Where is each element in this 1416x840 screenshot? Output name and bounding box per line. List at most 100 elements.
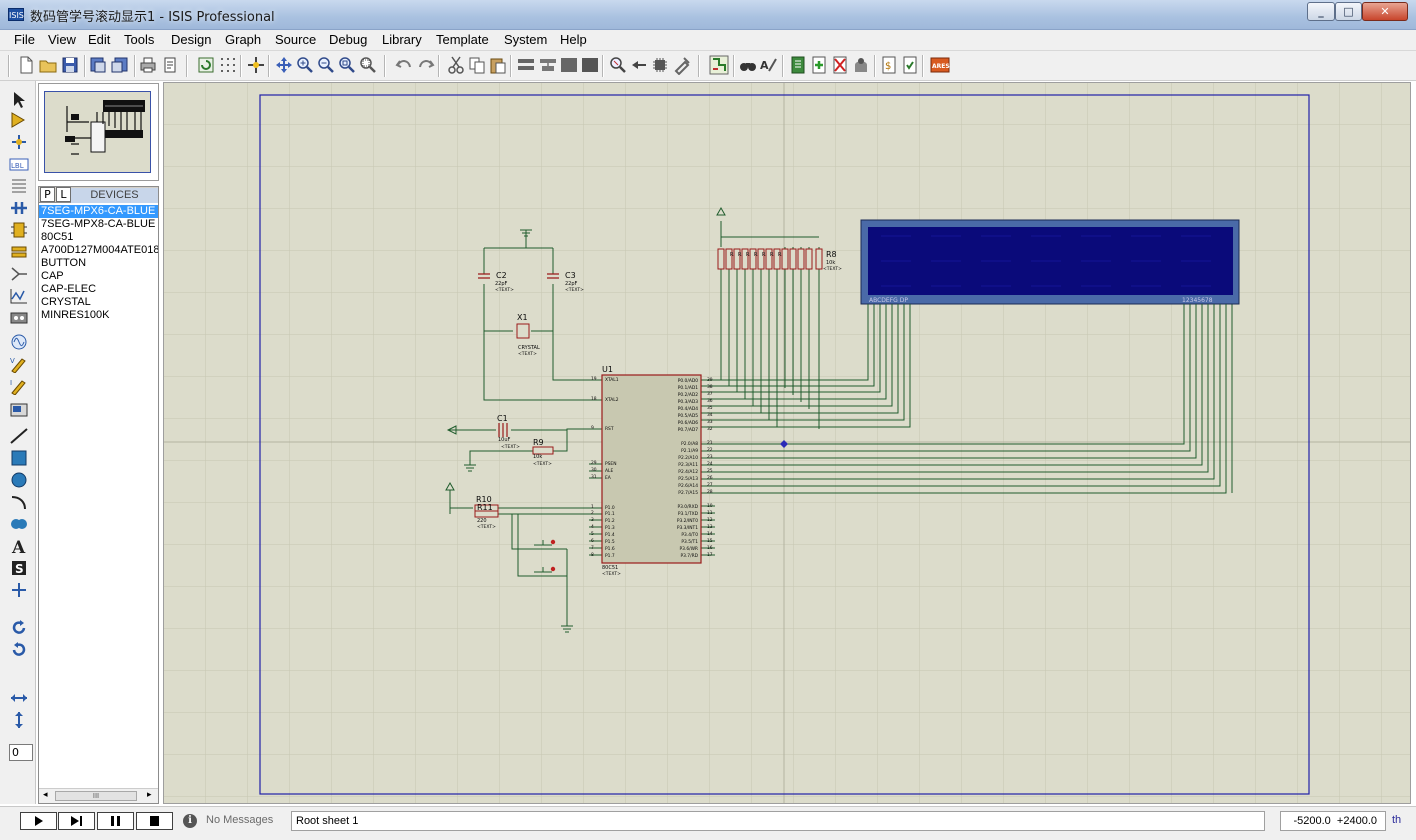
remove-sheet-icon[interactable] <box>830 55 850 75</box>
menu-debug[interactable]: Debug <box>329 32 368 47</box>
text-script-icon[interactable] <box>9 177 29 195</box>
junction-dot-icon[interactable] <box>9 133 29 151</box>
wire-autorouter-icon[interactable] <box>709 55 729 75</box>
redo-icon[interactable] <box>416 55 436 75</box>
list-item[interactable]: CRYSTAL <box>41 296 91 308</box>
electrical-check-icon[interactable] <box>900 55 920 75</box>
menu-graph[interactable]: Graph <box>225 32 262 47</box>
terminals-icon[interactable] <box>9 243 29 261</box>
pick-device-icon[interactable] <box>608 55 628 75</box>
bill-of-materials-icon[interactable]: $ <box>879 55 899 75</box>
menu-tools[interactable]: Tools <box>124 32 155 47</box>
rotate-ccw-icon[interactable] <box>9 641 29 659</box>
arc-icon[interactable] <box>9 493 29 511</box>
units-indicator[interactable]: th <box>1392 814 1402 826</box>
voltage-probe-icon[interactable]: V <box>9 355 29 373</box>
menu-library[interactable]: Library <box>382 32 422 47</box>
wire-label-icon[interactable]: LBL <box>9 155 29 173</box>
zoom-area-icon[interactable] <box>358 55 378 75</box>
text-icon[interactable]: A <box>9 537 29 555</box>
mirror-y-icon[interactable] <box>9 711 29 729</box>
zoom-out-icon[interactable] <box>316 55 336 75</box>
menu-system[interactable]: System <box>504 32 548 47</box>
path-icon[interactable] <box>9 515 29 533</box>
schematic-canvas[interactable]: C2 22pF <TEXT> C3 22pF <TEXT> X1 CRYSTAL… <box>163 82 1411 804</box>
line-icon[interactable] <box>9 427 29 445</box>
graph-mode-icon[interactable] <box>9 287 29 305</box>
title-bar[interactable]: ISIS 数码管学号滚动显示1 - ISIS Professional _ □ … <box>0 0 1416 30</box>
goto-parent-icon[interactable] <box>851 55 871 75</box>
list-item[interactable]: BUTTON <box>41 257 87 269</box>
menu-edit[interactable]: Edit <box>88 32 111 47</box>
subcircuit-icon[interactable] <box>9 221 29 239</box>
origin-icon[interactable] <box>246 55 266 75</box>
messages-status[interactable]: No Messages <box>206 814 274 826</box>
new-sheet-icon[interactable] <box>788 55 808 75</box>
rotate-cw-icon[interactable] <box>9 619 29 637</box>
scroll-thumb[interactable]: III <box>55 791 137 801</box>
maximize-button[interactable]: □ <box>1335 2 1362 21</box>
marker-icon[interactable] <box>9 581 29 599</box>
buses-icon[interactable] <box>9 199 29 217</box>
menu-template[interactable]: Template <box>436 32 489 47</box>
box-icon[interactable] <box>9 449 29 467</box>
package-tool-icon[interactable] <box>650 55 670 75</box>
pick-devices-tab[interactable]: P <box>40 187 55 202</box>
play-button[interactable] <box>20 812 57 830</box>
menu-file[interactable]: File <box>14 32 35 47</box>
list-item[interactable]: 80C51 <box>41 231 74 243</box>
virtual-instruments-icon[interactable] <box>9 401 29 419</box>
export-section-icon[interactable] <box>110 55 130 75</box>
grid-icon[interactable] <box>218 55 238 75</box>
open-file-icon[interactable] <box>38 55 58 75</box>
menu-design[interactable]: Design <box>171 32 212 47</box>
list-item[interactable]: A700D127M004ATE018 <box>41 244 158 256</box>
minimize-button[interactable]: _ <box>1307 2 1335 21</box>
selection-mode-icon[interactable] <box>9 91 29 109</box>
block-delete-icon[interactable] <box>580 55 600 75</box>
menu-source[interactable]: Source <box>275 32 317 47</box>
list-item[interactable]: CAP-ELEC <box>41 283 97 295</box>
menu-view[interactable]: View <box>48 32 76 47</box>
close-button[interactable]: ✕ <box>1362 2 1408 21</box>
device-pins-icon[interactable] <box>9 265 29 283</box>
paste-icon[interactable] <box>488 55 508 75</box>
device-list-scrollbar[interactable]: ◂ III ▸ <box>39 788 158 803</box>
overview-thumbnail[interactable] <box>44 91 151 173</box>
make-device-icon[interactable] <box>629 55 649 75</box>
decompose-icon[interactable] <box>672 55 692 75</box>
tape-recorder-icon[interactable] <box>9 309 29 327</box>
copy-icon[interactable] <box>467 55 487 75</box>
symbol-icon[interactable]: S <box>9 559 29 577</box>
block-move-icon[interactable] <box>538 55 558 75</box>
component-mode-icon[interactable] <box>9 111 29 129</box>
add-sheet-icon[interactable] <box>809 55 829 75</box>
circle-icon[interactable] <box>9 471 29 489</box>
current-probe-icon[interactable]: I <box>9 377 29 395</box>
import-section-icon[interactable] <box>88 55 108 75</box>
cut-icon[interactable] <box>446 55 466 75</box>
search-tag-icon[interactable] <box>738 55 758 75</box>
scroll-left-icon[interactable]: ◂ <box>43 790 48 800</box>
mirror-x-icon[interactable] <box>9 689 29 707</box>
undo-icon[interactable] <box>394 55 414 75</box>
menu-help[interactable]: Help <box>560 32 587 47</box>
save-icon[interactable] <box>60 55 80 75</box>
block-copy-icon[interactable] <box>516 55 536 75</box>
stop-button[interactable] <box>136 812 173 830</box>
generator-icon[interactable] <box>9 333 29 351</box>
print-icon[interactable] <box>138 55 158 75</box>
zoom-in-icon[interactable] <box>295 55 315 75</box>
block-rotate-icon[interactable] <box>559 55 579 75</box>
property-tool-icon[interactable]: A <box>759 55 779 75</box>
print-area-icon[interactable] <box>160 55 180 75</box>
list-item[interactable]: 7SEG-MPX8-CA-BLUE <box>41 218 156 230</box>
list-item[interactable]: MINRES100K <box>41 309 110 321</box>
ares-netlist-icon[interactable]: ARES <box>930 55 950 75</box>
pause-button[interactable] <box>97 812 134 830</box>
step-button[interactable] <box>58 812 95 830</box>
zoom-all-icon[interactable] <box>337 55 357 75</box>
rotation-angle-field[interactable]: 0 <box>9 744 33 761</box>
new-file-icon[interactable] <box>16 55 36 75</box>
list-item[interactable]: CAP <box>41 270 64 282</box>
